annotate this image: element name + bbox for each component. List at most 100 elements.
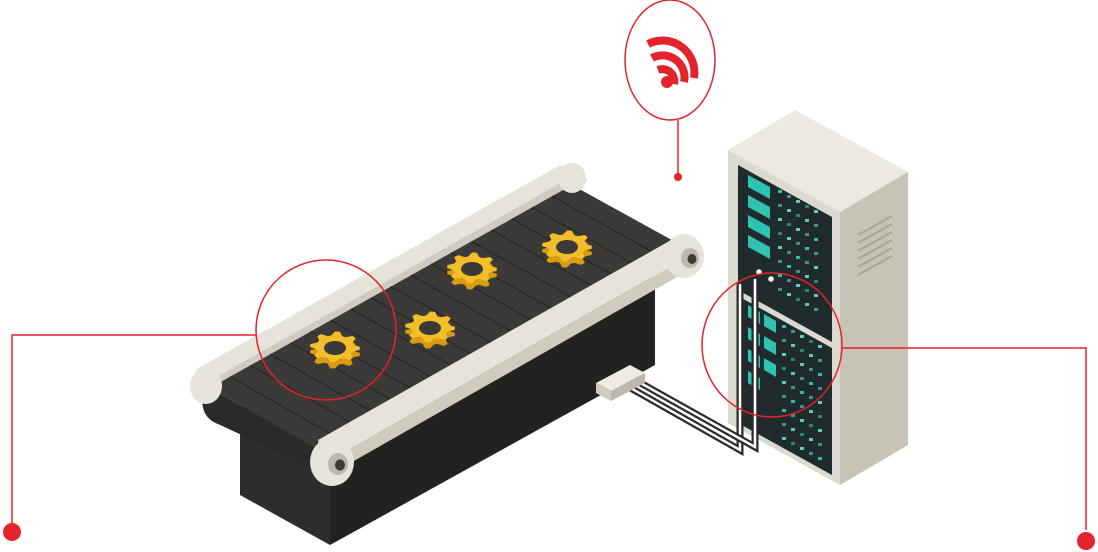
callout-ring-server bbox=[701, 272, 843, 418]
server-led bbox=[782, 367, 786, 370]
server-led bbox=[809, 382, 813, 385]
server-led bbox=[796, 256, 800, 259]
server-led bbox=[787, 195, 791, 198]
server-led bbox=[782, 409, 786, 412]
conveyor-belt-slats bbox=[229, 195, 671, 445]
server-led bbox=[791, 414, 795, 417]
gear-icon bbox=[405, 311, 455, 349]
server-led bbox=[800, 433, 804, 436]
server-led bbox=[787, 209, 791, 212]
server-led bbox=[791, 372, 795, 375]
gear-icon bbox=[542, 230, 592, 268]
server-led bbox=[787, 279, 791, 282]
belt-slat bbox=[269, 353, 389, 422]
server-led bbox=[787, 293, 791, 296]
server-led bbox=[800, 419, 804, 422]
server-led bbox=[809, 396, 813, 399]
server-led bbox=[814, 266, 818, 269]
gear-icon bbox=[447, 252, 497, 290]
server-led bbox=[791, 400, 795, 403]
server-led bbox=[782, 381, 786, 384]
cable-1-core bbox=[618, 283, 742, 453]
callout-dot-server bbox=[1077, 532, 1095, 550]
wifi-signal-icon bbox=[646, 36, 699, 85]
server-led bbox=[814, 224, 818, 227]
server-led bbox=[787, 265, 791, 268]
server-led bbox=[805, 233, 809, 236]
belt-slat bbox=[249, 364, 369, 433]
server-led bbox=[805, 289, 809, 292]
server-led bbox=[809, 438, 813, 441]
server-led bbox=[800, 335, 804, 338]
belt-slat bbox=[330, 319, 450, 388]
server-led bbox=[796, 284, 800, 287]
server-led bbox=[809, 340, 813, 343]
connector-box-icon bbox=[596, 365, 645, 401]
belt-slat bbox=[350, 308, 470, 376]
server-led bbox=[782, 395, 786, 398]
belt-slat bbox=[229, 376, 349, 445]
server-led bbox=[818, 443, 822, 446]
server-led bbox=[818, 457, 822, 460]
server-led bbox=[782, 325, 786, 328]
server-led bbox=[782, 423, 786, 426]
server-led bbox=[805, 205, 809, 208]
callout-conveyor bbox=[3, 259, 397, 541]
belt-slat bbox=[471, 240, 590, 308]
server-led bbox=[818, 373, 822, 376]
server-rack-top bbox=[728, 110, 908, 212]
server-led bbox=[805, 261, 809, 264]
server-led bbox=[791, 330, 795, 333]
server-led bbox=[805, 275, 809, 278]
callout-ring-wireless bbox=[624, 0, 716, 121]
wifi-signal-dot bbox=[661, 76, 673, 88]
server-led bbox=[800, 349, 804, 352]
server-led bbox=[778, 274, 782, 277]
server-led bbox=[787, 251, 791, 254]
server-led bbox=[805, 303, 809, 306]
server-led bbox=[814, 210, 818, 213]
belt-slat bbox=[531, 206, 651, 274]
server-led bbox=[796, 242, 800, 245]
server-led bbox=[782, 353, 786, 356]
server-led bbox=[791, 442, 795, 445]
server-led bbox=[818, 387, 822, 390]
server-led bbox=[805, 247, 809, 250]
cable-port bbox=[766, 274, 776, 284]
server-led bbox=[800, 377, 804, 380]
conveyor-frame-front bbox=[318, 235, 700, 456]
conveyor-roller-back-right bbox=[558, 163, 586, 193]
gear-group bbox=[310, 230, 592, 369]
server-led bbox=[814, 308, 818, 311]
server-led bbox=[809, 354, 813, 357]
server-led bbox=[800, 405, 804, 408]
callout-wireless bbox=[624, 0, 716, 181]
server-led bbox=[809, 368, 813, 371]
server-led bbox=[778, 260, 782, 263]
server-led bbox=[809, 452, 813, 455]
server-led bbox=[778, 288, 782, 291]
server-led bbox=[805, 219, 809, 222]
server-led bbox=[787, 237, 791, 240]
gear-icon bbox=[310, 331, 360, 369]
server-led bbox=[796, 270, 800, 273]
server-led bbox=[791, 386, 795, 389]
server-led bbox=[818, 401, 822, 404]
callout-leader-server bbox=[842, 347, 1087, 530]
belt-slat bbox=[551, 195, 671, 263]
server-led bbox=[778, 204, 782, 207]
server-led bbox=[778, 218, 782, 221]
server-led bbox=[791, 358, 795, 361]
callout-leader-conveyor bbox=[11, 334, 256, 530]
server-panel-lower bbox=[738, 296, 832, 475]
server-led bbox=[787, 223, 791, 226]
conveyor-roller-front bbox=[310, 438, 354, 486]
callout-server bbox=[701, 272, 1095, 550]
server-led bbox=[796, 200, 800, 203]
server-status-leds bbox=[778, 190, 822, 460]
callout-ring-conveyor bbox=[255, 259, 397, 401]
server-rack-side bbox=[840, 172, 908, 485]
conveyor-base-side bbox=[330, 280, 655, 545]
conveyor-roller-back-left bbox=[190, 368, 222, 404]
